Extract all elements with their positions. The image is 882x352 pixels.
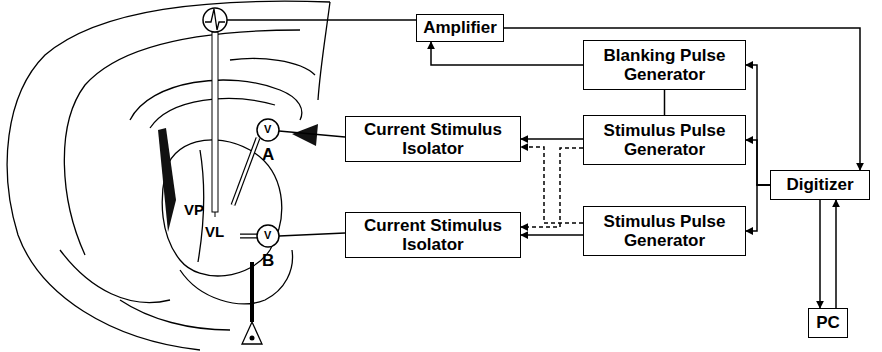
- connector-line: [746, 185, 770, 231]
- digitizer-box: Digitizer: [770, 170, 870, 200]
- region-label: VL: [205, 224, 224, 239]
- connector-line: [504, 28, 860, 170]
- stim-electrode-b: [240, 225, 345, 247]
- pc-box: PC: [808, 308, 848, 338]
- box-label: Stimulus Pulse Generator: [589, 212, 740, 250]
- dashed-connector: [521, 148, 583, 227]
- connector-line: [746, 65, 770, 185]
- box-label: Current Stimulus Isolator: [351, 120, 515, 158]
- hypothalamus: [180, 250, 293, 304]
- connector-line: [431, 42, 583, 65]
- box-label: PC: [816, 313, 840, 332]
- connector-line: [521, 138, 583, 140]
- thalamus-outline: [162, 140, 281, 276]
- internal-capsule: [158, 128, 176, 232]
- electrode-label: A: [262, 146, 274, 163]
- connector-line: [819, 200, 821, 308]
- stim-electrode-a: [233, 119, 345, 205]
- stimulus-isolator-box: Current Stimulus Isolator: [345, 116, 521, 162]
- connector-line: [746, 140, 770, 185]
- voltage-symbol: V: [264, 230, 271, 241]
- electrode-label: B: [262, 252, 274, 269]
- voltage-symbol: V: [264, 124, 271, 135]
- cortex-inner: [64, 30, 300, 255]
- box-label: Amplifier: [423, 18, 497, 37]
- dashed-connector: [521, 147, 583, 223]
- signal-wire: [227, 19, 416, 21]
- brain-outline: [7, 1, 330, 350]
- connector-line: [835, 200, 837, 308]
- spike-icon: [203, 8, 227, 32]
- midline: [318, 2, 330, 100]
- stimulus-isolator-box: Current Stimulus Isolator: [345, 212, 521, 258]
- pulse-generator-box: Stimulus Pulse Generator: [583, 206, 746, 256]
- fiber-tract: [292, 124, 318, 146]
- box-label: Current Stimulus Isolator: [351, 216, 515, 254]
- optic-tract: [120, 300, 230, 330]
- box-label: Stimulus Pulse Generator: [589, 121, 740, 159]
- ventricle: [230, 59, 315, 75]
- blanking-generator-box: Blanking Pulse Generator: [583, 40, 746, 90]
- pulse-generator-box: Stimulus Pulse Generator: [583, 115, 746, 165]
- amplifier-box: Amplifier: [416, 14, 504, 42]
- neuron-symbol: [242, 262, 262, 344]
- region-label: VP: [184, 202, 204, 217]
- box-label: Blanking Pulse Generator: [589, 46, 740, 84]
- recording-electrode: [212, 32, 218, 217]
- connector-line: [521, 234, 583, 236]
- connector-line: [664, 90, 666, 115]
- box-label: Digitizer: [786, 175, 853, 194]
- amygdala-arc: [60, 250, 170, 303]
